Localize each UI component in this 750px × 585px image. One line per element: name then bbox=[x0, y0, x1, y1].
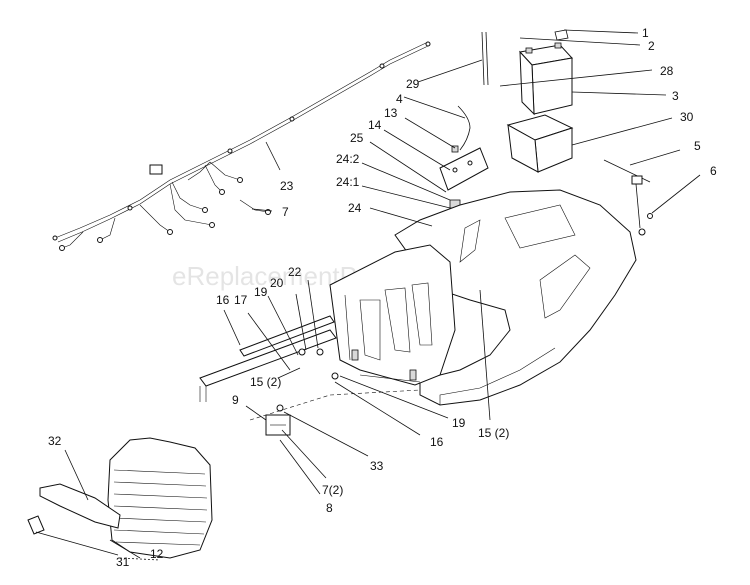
grille bbox=[107, 437, 213, 559]
connector bbox=[149, 164, 163, 175]
callout-19-b: 19 bbox=[452, 416, 466, 430]
callout-32: 32 bbox=[48, 434, 62, 448]
callout-8: 8 bbox=[326, 501, 333, 515]
callout-30: 30 bbox=[680, 110, 694, 124]
callout-16-b: 16 bbox=[430, 435, 444, 449]
callout-2: 2 bbox=[648, 39, 655, 53]
callout-16-a: 16 bbox=[216, 293, 230, 307]
callout-7-2: 7(2) bbox=[322, 483, 343, 497]
callout-1: 1 bbox=[642, 26, 649, 40]
callout-9: 9 bbox=[232, 393, 239, 407]
bumper-trim bbox=[27, 483, 121, 535]
callout-20: 20 bbox=[270, 276, 284, 290]
rear-body bbox=[394, 189, 637, 406]
callout-15-b: 15 (2) bbox=[478, 426, 509, 440]
callout-6: 6 bbox=[710, 164, 717, 178]
battery-cable bbox=[457, 105, 471, 151]
callout-7: 7 bbox=[282, 205, 289, 219]
bracket bbox=[439, 147, 489, 191]
wire-harness bbox=[52, 41, 431, 251]
callout-15-a: 15 (2) bbox=[250, 375, 281, 389]
callout-4: 4 bbox=[396, 92, 403, 106]
frame-rail bbox=[199, 315, 337, 402]
callout-28: 28 bbox=[660, 64, 674, 78]
battery-tray bbox=[506, 114, 574, 173]
callout-29: 29 bbox=[406, 77, 420, 91]
callout-24-1: 24:1 bbox=[336, 175, 360, 189]
callout-13: 13 bbox=[384, 106, 398, 120]
seat-switch bbox=[603, 159, 651, 236]
callout-24-2: 24:2 bbox=[336, 152, 360, 166]
callout-23: 23 bbox=[280, 179, 294, 193]
callout-33: 33 bbox=[370, 459, 384, 473]
callout-17: 17 bbox=[234, 293, 248, 307]
callout-3: 3 bbox=[672, 89, 679, 103]
callout-22: 22 bbox=[288, 265, 302, 279]
battery bbox=[519, 29, 573, 116]
callout-14: 14 bbox=[368, 118, 382, 132]
callout-31: 31 bbox=[116, 555, 130, 569]
callout-5: 5 bbox=[694, 139, 701, 153]
callout-12: 12 bbox=[150, 547, 164, 561]
leader-lines bbox=[35, 29, 701, 561]
callout-24: 24 bbox=[348, 201, 362, 215]
callout-19-a: 19 bbox=[254, 285, 268, 299]
fastener bbox=[647, 213, 653, 219]
dash-panel bbox=[329, 244, 456, 386]
hold-down-rod bbox=[481, 31, 485, 86]
callout-labels: 1 2 28 3 29 4 13 14 25 30 24:2 24:1 5 6 … bbox=[48, 26, 717, 569]
switch bbox=[265, 404, 291, 436]
callout-25: 25 bbox=[350, 131, 364, 145]
